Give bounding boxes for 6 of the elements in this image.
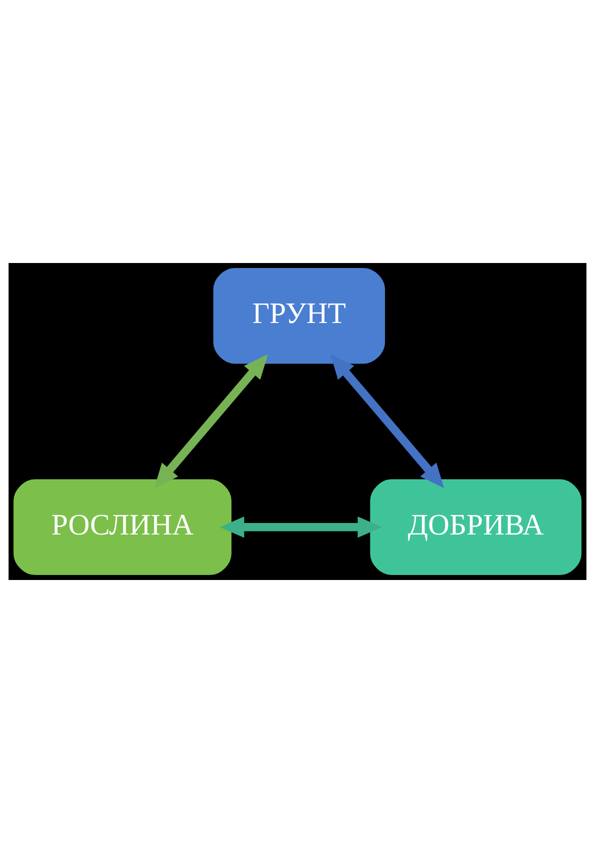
node-box: РОСЛИНА <box>14 478 232 575</box>
node-box: ГРУНТ <box>213 267 385 364</box>
arrow <box>220 516 382 538</box>
node-box: ДОБРИВА <box>370 478 582 575</box>
arrow <box>330 354 444 488</box>
arrow <box>154 354 268 488</box>
